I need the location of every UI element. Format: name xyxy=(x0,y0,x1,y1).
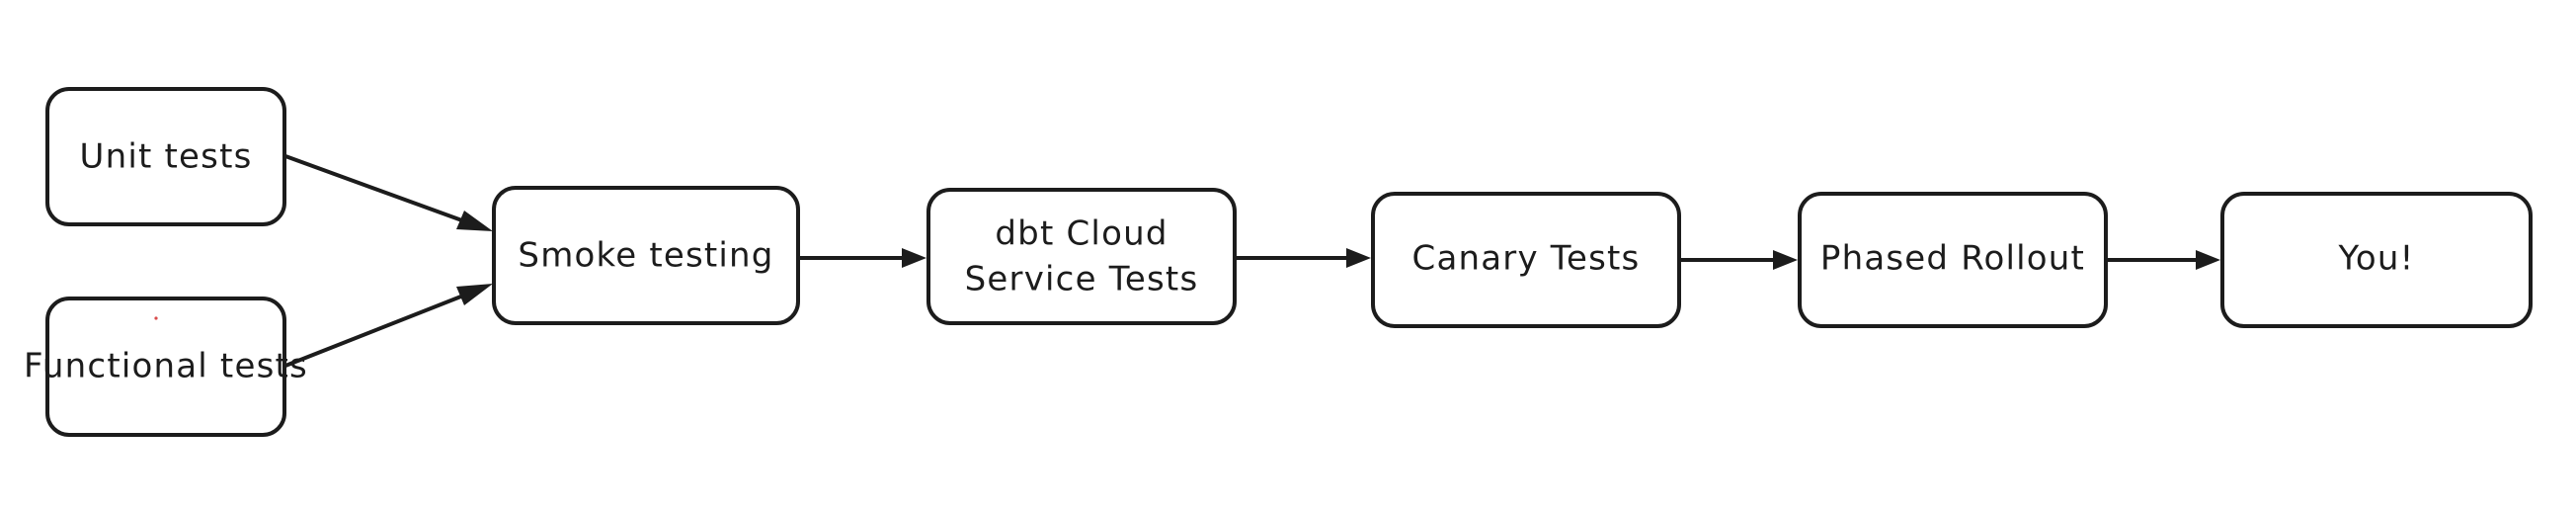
edge-unit-to-smoke-line xyxy=(284,154,482,229)
node-smoke-testing-label: Smoke testing xyxy=(518,236,773,276)
node-phased-rollout-shape xyxy=(1798,192,2108,328)
node-you-shape xyxy=(2220,192,2533,328)
node-functional-tests[interactable]: Functional tests xyxy=(24,297,308,437)
node-canary-tests-label: Canary Tests xyxy=(1412,239,1641,279)
edge-canary-to-phased-arrowhead xyxy=(1773,250,1798,270)
node-dbt-cloud-service-tests-shape xyxy=(926,188,1237,325)
node-unit-tests-label: Unit tests xyxy=(79,137,252,177)
edge-canary-to-phased[interactable] xyxy=(1681,250,1798,270)
node-you-label: You! xyxy=(2337,239,2414,279)
edge-dbt-to-canary-arrowhead xyxy=(1346,248,1371,268)
edge-phased-to-you-arrowhead xyxy=(2196,250,2220,270)
edge-unit-to-smoke[interactable] xyxy=(284,154,493,231)
node-smoke-testing[interactable]: Smoke testing xyxy=(492,186,800,325)
edge-functional-to-smoke-line xyxy=(284,287,482,368)
edge-layer xyxy=(284,154,2220,368)
node-smoke-testing-shape xyxy=(492,186,800,325)
node-phased-rollout[interactable]: Phased Rollout xyxy=(1798,192,2108,328)
node-phased-rollout-label: Phased Rollout xyxy=(1820,239,2085,279)
edge-smoke-to-dbt-arrowhead xyxy=(902,248,926,268)
edge-unit-to-smoke-arrowhead xyxy=(456,211,493,231)
node-dbt-cloud-service-tests[interactable]: dbt Cloud Service Tests xyxy=(926,188,1237,325)
ink-speck xyxy=(154,316,158,320)
node-canary-tests-shape xyxy=(1371,192,1681,328)
node-unit-tests-shape xyxy=(45,87,286,226)
node-dbt-cloud-service-tests-label-line1: dbt Cloud xyxy=(995,214,1167,254)
edge-functional-to-smoke[interactable] xyxy=(284,284,493,368)
node-canary-tests[interactable]: Canary Tests xyxy=(1371,192,1681,328)
edge-functional-to-smoke-arrowhead xyxy=(456,284,493,305)
node-layer: Unit tests Functional tests Smoke testin… xyxy=(24,87,2533,437)
node-functional-tests-shape xyxy=(45,297,286,437)
node-you[interactable]: You! xyxy=(2220,192,2533,328)
node-dbt-cloud-service-tests-label-line2: Service Tests xyxy=(965,260,1199,299)
edge-phased-to-you[interactable] xyxy=(2108,250,2220,270)
node-unit-tests[interactable]: Unit tests xyxy=(45,87,286,226)
node-functional-tests-label: Functional tests xyxy=(24,347,308,386)
edge-dbt-to-canary[interactable] xyxy=(1237,248,1371,268)
edge-smoke-to-dbt[interactable] xyxy=(800,248,926,268)
